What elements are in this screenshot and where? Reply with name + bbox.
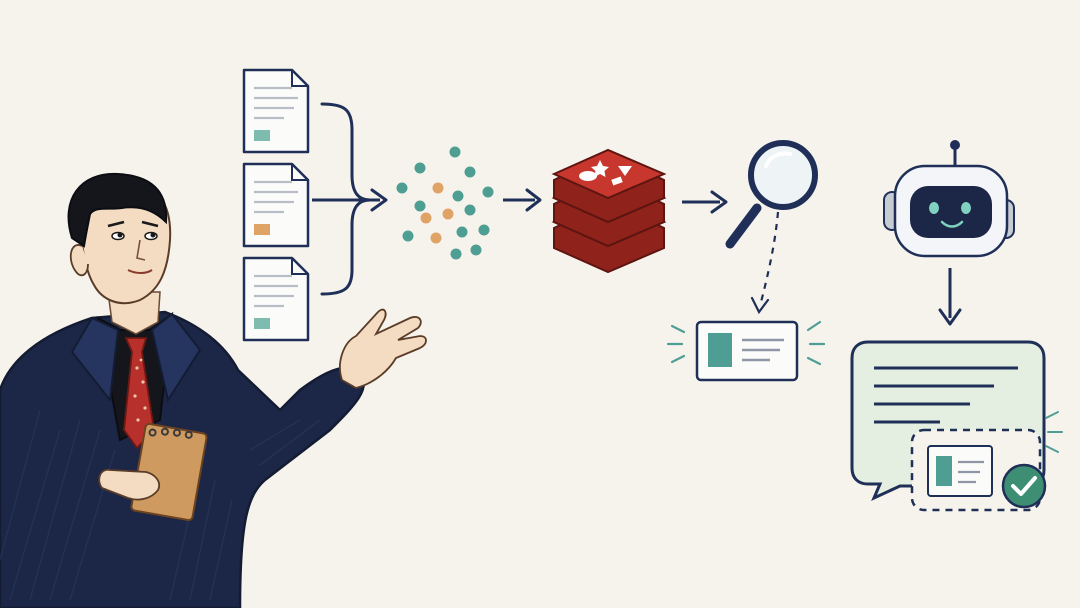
magnifier-icon [725, 140, 818, 249]
ear [69, 244, 89, 277]
brow-left [107, 220, 125, 228]
document-icon [242, 256, 310, 342]
embedding-dot [402, 230, 414, 242]
embedding-dot [478, 224, 490, 236]
redis-logo-shapes [579, 160, 632, 186]
sparkle-lines [1045, 411, 1063, 453]
result-card-icon [666, 320, 826, 382]
tie-pattern [133, 358, 147, 422]
embedding-dot [432, 182, 444, 194]
document-icon [242, 68, 310, 154]
embedding-dot [470, 244, 482, 256]
redis-database-icon [551, 148, 667, 274]
embedding-dot [450, 248, 462, 260]
hand-gesture [339, 308, 427, 389]
nose [136, 239, 146, 261]
embedding-dot [414, 162, 426, 174]
mouth [127, 269, 153, 274]
checkmark-icon [1001, 463, 1047, 509]
sparkle-lines [666, 320, 826, 366]
document-swatch [254, 224, 270, 235]
robot-icon [883, 140, 1015, 258]
embedding-dot [482, 186, 494, 198]
dashed-arrow [758, 211, 780, 307]
embedding-dot [414, 200, 426, 212]
embedding-dot [464, 166, 476, 178]
embedding-dot [452, 190, 464, 202]
presenter-person [0, 172, 427, 608]
arrow-right-icon [370, 188, 388, 212]
document-swatch [254, 318, 270, 329]
hair [67, 172, 168, 248]
document-icon [242, 162, 310, 248]
arrow-right-icon [525, 188, 542, 212]
embedding-dot [449, 146, 461, 158]
lapel-right [150, 312, 202, 403]
embedding-dot [396, 182, 408, 194]
arrow-right-icon [710, 190, 728, 214]
embedding-dot [464, 204, 476, 216]
document-stack [242, 68, 310, 342]
embedding-dots [396, 146, 494, 260]
embedding-dot [456, 226, 468, 238]
embedding-dot [442, 208, 454, 220]
embedding-dot [430, 232, 442, 244]
embedding-dot [420, 212, 432, 224]
arrow-down-icon [938, 308, 962, 326]
chat-bubble-icon [850, 340, 1063, 512]
hand-holding [98, 468, 160, 501]
arrow-down-icon [750, 296, 770, 315]
lapel-left [70, 316, 120, 403]
document-swatch [254, 130, 270, 141]
brow-right [141, 220, 159, 228]
suit-hatching [0, 409, 321, 601]
